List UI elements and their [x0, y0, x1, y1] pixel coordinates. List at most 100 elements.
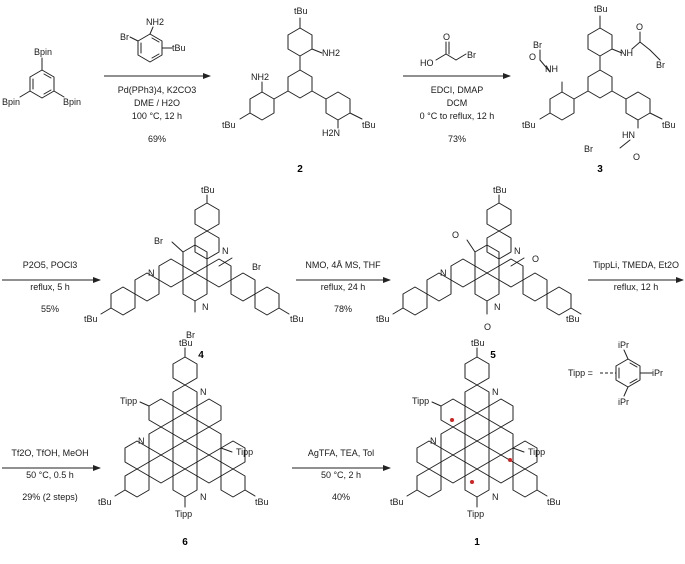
- c2-tbu-right: tBu: [362, 120, 376, 130]
- reagent2-o: O: [443, 32, 450, 42]
- c1-n-3: N: [492, 492, 499, 502]
- c5-tbu-right: tBu: [566, 314, 580, 324]
- c5-tbu-left: tBu: [376, 314, 390, 324]
- c6-tbu-left: tBu: [98, 497, 112, 507]
- step4-yield: 78%: [334, 304, 352, 314]
- step6-yield: 29% (2 steps): [22, 492, 78, 502]
- tipp-ipr-top: iPr: [618, 340, 629, 350]
- tipp-ipr-bottom: iPr: [618, 397, 629, 407]
- compound-label-2: 2: [297, 164, 303, 175]
- radical-dot-2: [508, 458, 512, 462]
- radical-dot-1: [450, 418, 454, 422]
- c6-tbu-top: tBu: [179, 338, 193, 348]
- step4: NMO, 4Å MS, THF reflux, 24 h 78%: [296, 260, 391, 314]
- step2-cond-3: 0 °C to reflux, 12 h: [420, 111, 495, 121]
- c1-tbu-right: tBu: [547, 497, 561, 507]
- c6-tbu-right: tBu: [255, 497, 269, 507]
- c1-tbu-left: tBu: [390, 497, 404, 507]
- step1-cond-1: Pd(PPh3)4, K2CO3: [118, 85, 197, 95]
- step2: O HO Br EDCI, DMAP DCM 0 °C to reflux, 1…: [403, 32, 511, 144]
- c3-o-2: O: [529, 52, 536, 62]
- tipp-def-label: Tipp =: [568, 368, 593, 378]
- c1-tipp-2: Tipp: [528, 447, 545, 457]
- step3: P2O5, POCl3 reflux, 5 h 55%: [2, 260, 101, 314]
- c4-tbu-top: tBu: [201, 185, 215, 195]
- bpin-label-left: Bpin: [2, 97, 20, 107]
- compound-label-4: 4: [198, 350, 204, 361]
- c3-hn: HN: [622, 130, 635, 140]
- c5-o-2: O: [532, 254, 539, 264]
- compound-3: tBu NH O Br NH O Br tBu HN tBu Br O 3: [522, 4, 676, 175]
- c4-n-2: N: [148, 268, 155, 278]
- reagent1-nh2: NH2: [146, 17, 164, 27]
- step5-cond-1: TippLi, TMEDA, Et2O: [593, 260, 679, 270]
- c3-o-3: O: [633, 152, 640, 162]
- step3-cond-1: P2O5, POCl3: [23, 260, 78, 270]
- c1-tipp-3: Tipp: [467, 509, 484, 519]
- c5-tbu-top: tBu: [493, 185, 507, 195]
- c1-n-2: N: [430, 436, 437, 446]
- c6-n-3: N: [200, 492, 207, 502]
- step7-cond-1: AgTFA, TEA, Tol: [308, 448, 374, 458]
- c2-tbu-left: tBu: [222, 120, 236, 130]
- step6: Tf2O, TfOH, MeOH 50 °C, 0.5 h 29% (2 ste…: [2, 448, 101, 502]
- c3-br-1: Br: [656, 60, 665, 70]
- c4-tbu-right: tBu: [290, 314, 304, 324]
- compound-1: tBu Tipp N Tipp N N tBu tBu Tipp 1: [390, 338, 561, 548]
- c4-br-3: Br: [186, 330, 195, 340]
- start-material-tribpin: Bpin Bpin Bpin: [2, 47, 81, 107]
- step2-yield: 73%: [448, 134, 466, 144]
- c4-n-3: N: [202, 302, 209, 312]
- c3-nh-2: NH: [545, 64, 558, 74]
- step2-cond-1: EDCI, DMAP: [431, 85, 484, 95]
- step7-yield: 40%: [332, 492, 350, 502]
- c3-tbu-top: tBu: [594, 4, 608, 14]
- step4-cond-2: reflux, 24 h: [321, 282, 366, 292]
- step2-cond-2: DCM: [447, 98, 468, 108]
- c6-n-1: N: [200, 387, 207, 397]
- tipp-ipr-right: iPr: [652, 368, 663, 378]
- tipp-definition: Tipp = iPr iPr iPr: [568, 340, 663, 407]
- compound-5: tBu O N O N N tBu tBu O 5: [376, 185, 582, 361]
- step1-cond-2: DME / H2O: [134, 98, 180, 108]
- c3-nh-1: NH: [620, 48, 633, 58]
- step7-cond-2: 50 °C, 2 h: [321, 470, 361, 480]
- c1-tipp-1: Tipp: [412, 396, 429, 406]
- reagent2-ho: HO: [420, 58, 434, 68]
- bpin-label-top: Bpin: [34, 47, 52, 57]
- c2-nh2: NH2: [322, 48, 340, 58]
- compound-label-3: 3: [597, 164, 603, 175]
- step1-yield: 69%: [148, 134, 166, 144]
- step1-cond-3: 100 °C, 12 h: [132, 111, 182, 121]
- c1-tbu-top: tBu: [471, 338, 485, 348]
- compound-label-6: 6: [182, 537, 188, 548]
- step3-cond-2: reflux, 5 h: [30, 282, 70, 292]
- step5-cond-2: reflux, 12 h: [614, 282, 659, 292]
- c4-br-1: Br: [154, 236, 163, 246]
- compound-label-5: 5: [490, 350, 496, 361]
- compound-6: tBu Tipp N Tipp N N tBu tBu Tipp 6: [98, 338, 269, 548]
- c5-n-1: N: [514, 246, 521, 256]
- c2-h2n: H2N: [322, 128, 340, 138]
- c4-n-1: N: [222, 246, 229, 256]
- compound-2: tBu NH2 NH2 tBu H2N tBu 2: [222, 6, 376, 175]
- c3-br-2: Br: [533, 40, 542, 50]
- bpin-label-right: Bpin: [63, 97, 81, 107]
- c2-nh2-left: NH2: [251, 72, 269, 82]
- c3-tbu-right: tBu: [662, 120, 676, 130]
- reagent1-tbu: tBu: [172, 43, 186, 53]
- c5-o-1: O: [452, 230, 459, 240]
- c4-tbu-left: tBu: [84, 314, 98, 324]
- c6-n-2: N: [138, 436, 145, 446]
- c5-o-3: O: [484, 322, 491, 332]
- step1: Br NH2 tBu Pd(PPh3)4, K2CO3 DME / H2O 10…: [104, 17, 211, 144]
- step5: TippLi, TMEDA, Et2O reflux, 12 h: [588, 260, 684, 292]
- c3-tbu-left: tBu: [522, 120, 536, 130]
- step3-yield: 55%: [41, 304, 59, 314]
- compound-label-1: 1: [474, 537, 480, 548]
- reagent2-br: Br: [467, 50, 476, 60]
- c2-tbu-top: tBu: [294, 6, 308, 16]
- c5-n-2: N: [440, 268, 447, 278]
- step7: AgTFA, TEA, Tol 50 °C, 2 h 40%: [292, 448, 391, 502]
